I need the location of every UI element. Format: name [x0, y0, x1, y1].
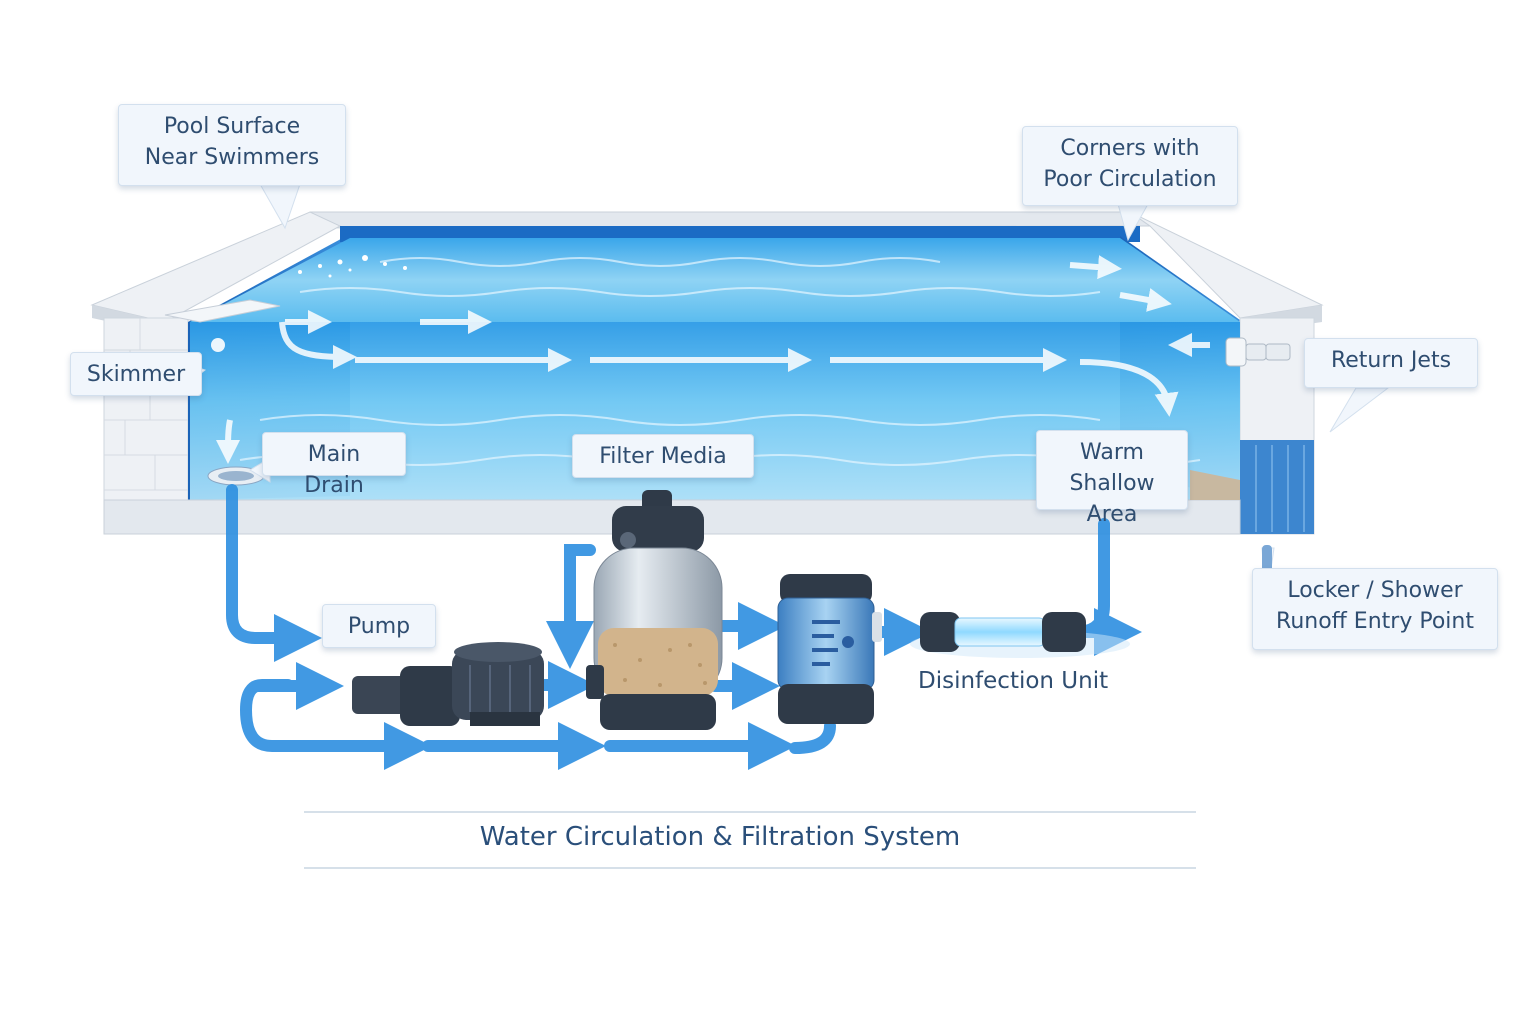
- label-warm-shallow: Warm Shallow Area: [1036, 430, 1188, 510]
- label-return-jets: Return Jets: [1304, 338, 1478, 388]
- diagram-title: Water Circulation & Filtration System: [0, 822, 1440, 852]
- label-filter-media: Filter Media: [572, 434, 754, 478]
- label-disinfection-unit: Disinfection Unit: [918, 668, 1108, 694]
- treatment-canister: [778, 574, 882, 724]
- pump: [352, 642, 544, 726]
- filter-sand: [598, 628, 718, 696]
- label-main-drain: Main Drain: [262, 432, 406, 476]
- label-skimmer: Skimmer: [70, 352, 202, 396]
- label-corners: Corners with Poor Circulation: [1022, 126, 1238, 206]
- label-pump: Pump: [322, 604, 436, 648]
- pool-water-surface: [190, 238, 1240, 322]
- label-pool-surface: Pool Surface Near Swimmers: [118, 104, 346, 186]
- label-locker-shower: Locker / Shower Runoff Entry Point: [1252, 568, 1498, 650]
- pool-back-coping: [295, 212, 1150, 228]
